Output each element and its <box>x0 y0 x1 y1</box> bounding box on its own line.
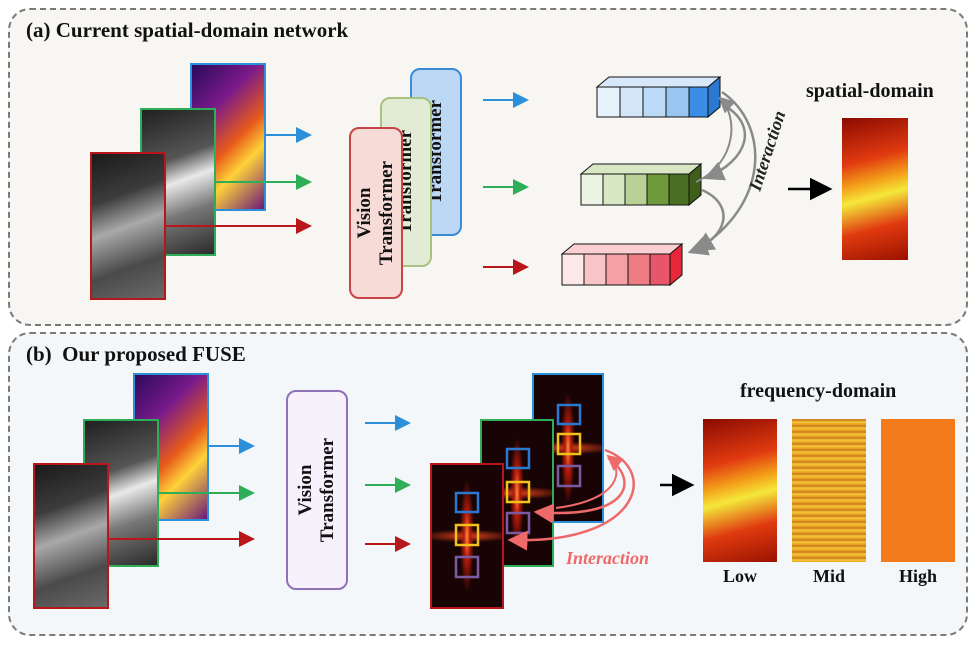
spectrum-rgb <box>430 463 504 609</box>
token-stack-blue <box>595 75 722 119</box>
interaction-arc-upper <box>703 102 747 181</box>
interaction-label-b: Interaction <box>565 548 649 568</box>
mid-frequency-image <box>792 419 866 562</box>
token-stack-green <box>579 162 703 207</box>
band-label-mid: Mid <box>812 566 845 586</box>
interaction-arc-lower <box>687 188 725 256</box>
panel-a-title: (a) Current spatial-domain network <box>26 18 349 42</box>
interaction-arc-back <box>695 96 736 183</box>
band-boxes-nir <box>505 447 531 535</box>
low-frequency-image <box>703 419 777 562</box>
spatial-domain-output-image <box>842 118 908 260</box>
rgb-image-b <box>33 463 109 609</box>
rgb-image-a <box>90 152 166 300</box>
frequency-domain-label: frequency-domain <box>740 380 897 402</box>
band-label-low: Low <box>722 566 757 586</box>
band-boxes-thermal <box>556 403 582 488</box>
high-frequency-image <box>881 419 955 562</box>
band-label-high: High <box>898 566 937 586</box>
token-stack-red <box>560 242 684 287</box>
panel-b-title: (b) Our proposed FUSE <box>26 342 246 366</box>
interaction-label-a: Interaction <box>744 108 789 194</box>
interaction-arc-b3 <box>555 454 624 509</box>
spatial-domain-label: spatial-domain <box>806 80 934 102</box>
band-boxes-rgb <box>454 491 480 579</box>
